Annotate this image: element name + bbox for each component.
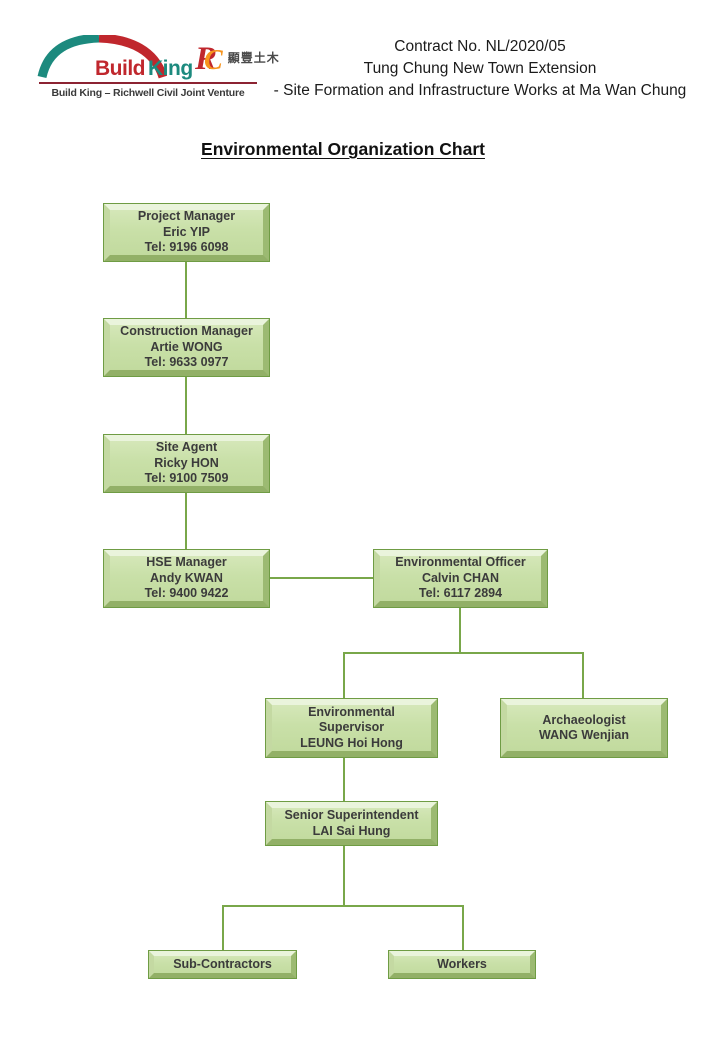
connector-v-es-ss	[343, 758, 345, 801]
org-node-environmental-supervisor: Environmental Supervisor LEUNG Hoi Hong	[265, 698, 438, 758]
node-line: Workers	[437, 956, 487, 971]
buildking-wordmark-build: Build	[95, 57, 146, 80]
node-line: Tel: 9400 9422	[144, 586, 229, 601]
node-line: Tel: 9196 6098	[144, 240, 229, 255]
richwell-civil-logo: RC 顯豐土木	[195, 41, 280, 78]
org-node-hse-manager: HSE Manager Andy KWAN Tel: 9400 9422	[103, 549, 270, 608]
rc-logo-chinese: 顯豐土木	[227, 51, 280, 65]
connector-v-pm-cm	[185, 262, 187, 318]
node-label: Environmental Supervisor LEUNG Hoi Hong	[266, 699, 437, 757]
connector-h-eo-children	[343, 652, 584, 654]
node-line: LEUNG Hoi Hong	[300, 735, 403, 750]
node-bevel	[149, 951, 296, 978]
node-line: Tel: 9100 7509	[144, 471, 229, 486]
node-bevel	[104, 319, 269, 376]
node-line: Eric YIP	[162, 224, 211, 239]
node-label: Construction Manager Artie WONG Tel: 963…	[104, 319, 269, 376]
node-label: Workers	[389, 951, 535, 978]
node-label: Senior Superintendent LAI Sai Hung	[266, 802, 437, 845]
node-line: Environmental	[308, 704, 395, 719]
node-bevel	[104, 204, 269, 261]
connector-v-branch-workers	[462, 905, 464, 950]
rc-logo-r: R	[195, 41, 218, 77]
rc-logo-c: C	[204, 45, 223, 76]
node-bevel	[374, 550, 547, 607]
node-line: Supervisor	[318, 720, 385, 735]
node-line: Construction Manager	[120, 324, 253, 339]
node-line: Sub-Contractors	[173, 956, 272, 971]
connector-v-branch-sub	[222, 905, 224, 950]
connector-v-cm-sa	[185, 377, 187, 434]
node-label: Environmental Officer Calvin CHAN Tel: 6…	[374, 550, 547, 607]
node-bevel	[266, 802, 437, 845]
connector-h-ss-children	[222, 905, 464, 907]
org-node-sub-contractors: Sub-Contractors	[148, 950, 297, 979]
org-node-environmental-officer: Environmental Officer Calvin CHAN Tel: 6…	[373, 549, 548, 608]
connector-h-hse-eo	[270, 577, 373, 579]
node-line: Ricky HON	[154, 455, 219, 470]
node-line: Environmental Officer	[395, 555, 526, 570]
node-line: Senior Superintendent	[284, 808, 419, 822]
node-line: WANG Wenjian	[538, 728, 630, 742]
node-line: Tel: 6117 2894	[418, 586, 503, 601]
node-label: Site Agent Ricky HON Tel: 9100 7509	[104, 435, 269, 492]
contract-line: Tung Chung New Town Extension	[363, 60, 597, 77]
node-line: HSE Manager	[146, 555, 227, 570]
contract-line: Contract No. NL/2020/05	[394, 38, 566, 55]
node-bevel	[501, 699, 667, 757]
node-label: Sub-Contractors	[149, 951, 296, 978]
connector-v-branch-es	[343, 652, 345, 698]
org-node-construction-manager: Construction Manager Artie WONG Tel: 963…	[103, 318, 270, 377]
contract-info: Contract No. NL/2020/05 Tung Chung New T…	[268, 36, 692, 102]
org-node-site-agent: Site Agent Ricky HON Tel: 9100 7509	[103, 434, 270, 493]
connector-v-sa-hse	[185, 493, 187, 549]
connector-v-eo-branch	[459, 608, 461, 652]
node-label: Archaeologist WANG Wenjian	[501, 699, 667, 757]
node-line: Andy KWAN	[150, 570, 223, 585]
buildking-arch-icon	[37, 35, 167, 79]
org-node-archaeologist: Archaeologist WANG Wenjian	[500, 698, 668, 758]
joint-venture-name: Build King – Richwell Civil Joint Ventur…	[51, 87, 245, 99]
node-line: Tel: 9633 0977	[144, 355, 229, 370]
contract-line: - Site Formation and Infrastructure Work…	[273, 82, 687, 99]
node-label: HSE Manager Andy KWAN Tel: 9400 9422	[104, 550, 269, 607]
node-line: Project Manager	[137, 209, 236, 224]
org-node-senior-superintendent: Senior Superintendent LAI Sai Hung	[265, 801, 438, 846]
node-bevel	[104, 435, 269, 492]
logo-divider-rule	[39, 82, 257, 84]
node-line: Site Agent	[155, 440, 218, 455]
buildking-wordmark-king: King	[148, 57, 193, 80]
connector-v-ss-branch	[343, 846, 345, 905]
node-bevel	[104, 550, 269, 607]
org-node-project-manager: Project Manager Eric YIP Tel: 9196 6098	[103, 203, 270, 262]
node-line: Calvin CHAN	[421, 570, 500, 585]
org-node-workers: Workers	[388, 950, 536, 979]
node-label: Project Manager Eric YIP Tel: 9196 6098	[104, 204, 269, 261]
node-line: Archaeologist	[542, 712, 626, 727]
node-line: LAI Sai Hung	[312, 823, 391, 838]
page-title: Environmental Organization Chart	[201, 139, 485, 159]
node-bevel	[389, 951, 535, 978]
node-line: Artie WONG	[150, 339, 223, 354]
node-bevel	[266, 699, 437, 757]
connector-v-branch-arch	[582, 652, 584, 698]
